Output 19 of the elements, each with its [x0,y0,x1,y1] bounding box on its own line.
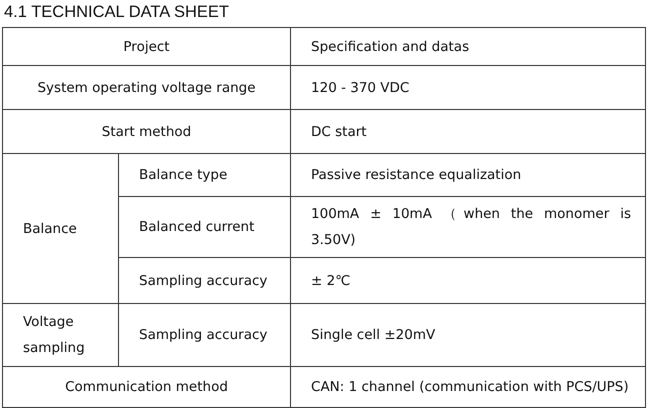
table-cell: Balance type [118,154,291,196]
table-cell: ± 2℃ [290,258,646,304]
table-cell: Communication method [2,366,291,408]
table-cell: Passive resistance equalization [290,154,646,196]
table-title: 4.1 TECHNICAL DATA SHEET [4,3,229,22]
table-cell: CAN: 1 channel (communication with PCS/UPS) [290,366,646,408]
table-cell: Balance [2,154,118,304]
table-cell: Sampling accuracy [118,304,291,366]
table-cell: Balanced current [118,196,291,258]
table-cell: 120 - 370 VDC [290,66,646,110]
table-cell: System operating voltage range [2,66,291,110]
table-cell: 100mA ± 10mA （when the monomer is 3.50V) [290,196,646,258]
table-cell: Sampling accuracy [118,258,291,304]
table-cell: DC start [290,110,646,154]
table-cell: Voltage sampling [2,304,118,366]
table-cell: Single cell ±20mV [290,304,646,366]
table-cell: Project [2,28,291,66]
table-cell: Start method [2,110,291,154]
table-cell: Specification and datas [290,28,646,66]
